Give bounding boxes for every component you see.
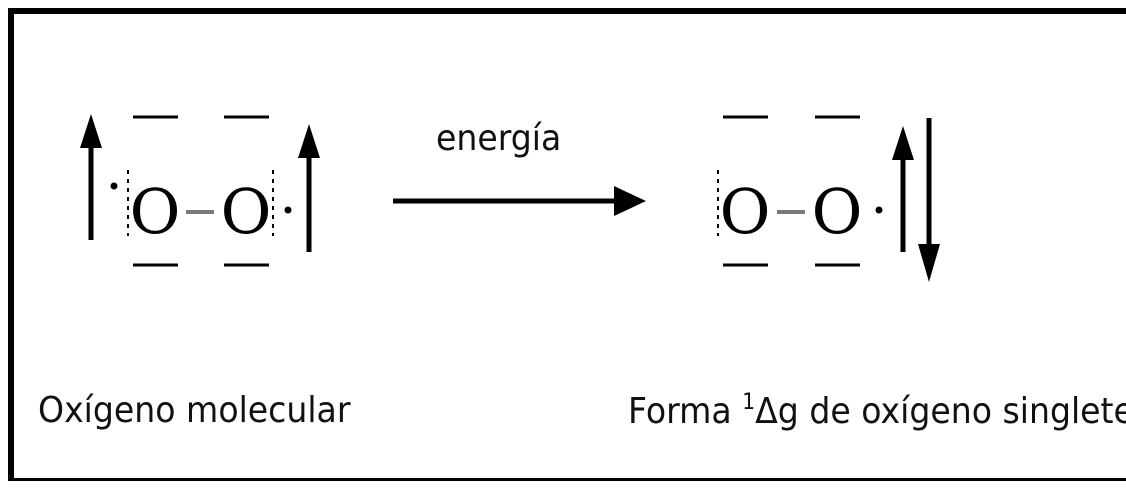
reactant-spin-up-arrow-left — [80, 114, 102, 240]
reactant-spin-up-arrow-right — [298, 124, 320, 252]
reactant-atom-right: O — [221, 175, 272, 248]
product-molecule: O O — [717, 115, 940, 282]
product-spin-up-arrow — [892, 126, 914, 252]
reactant-unpaired-electron-left — [110, 182, 118, 190]
frame-bottom-edge — [8, 478, 1126, 481]
product-caption-symbol: Δg de oxígeno singlete — [755, 391, 1126, 432]
product-spin-down-arrow — [918, 118, 940, 282]
product-atom-right: O — [812, 175, 863, 248]
reactant-molecule: O O — [80, 114, 320, 267]
product-caption: Forma 1Δg de oxígeno singlete — [628, 390, 1126, 432]
product-caption-superscript: 1 — [742, 390, 756, 415]
product-paired-electron — [875, 206, 883, 214]
reaction-arrow — [393, 186, 646, 216]
reactant-atom-left: O — [130, 175, 181, 248]
reactant-unpaired-electron-right — [284, 206, 292, 214]
arrow-label-energy: energía — [436, 118, 562, 159]
diagram-frame — [8, 8, 1126, 481]
reactant-caption: Oxígeno molecular — [38, 390, 351, 431]
product-atom-left: O — [720, 175, 771, 248]
product-caption-prefix: Forma — [628, 391, 743, 432]
